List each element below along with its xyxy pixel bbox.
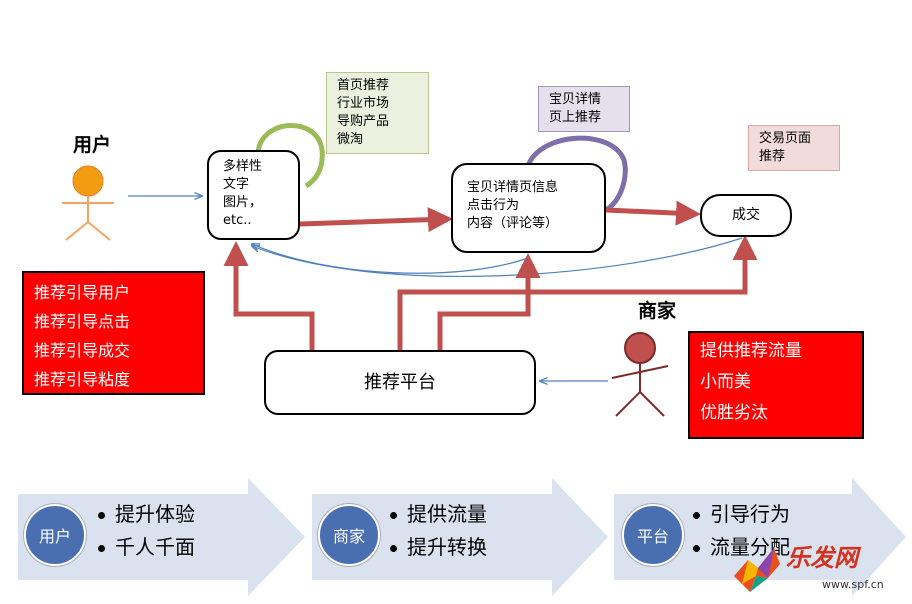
- content-line: 多样性: [223, 159, 263, 174]
- content-line: 文字: [223, 177, 250, 192]
- deal-to-content-curve: [252, 237, 743, 278]
- detail-to-content-curve: [252, 244, 529, 274]
- red-box-item: 小而美: [700, 372, 751, 392]
- detail-recommend-note: 宝贝详情 页上推荐: [538, 86, 630, 132]
- red-box-item: 提供推荐流量: [700, 341, 802, 361]
- bullet-item: 提升体验: [98, 498, 195, 531]
- platform-to-deal-arrow: [397, 235, 758, 350]
- detail-line: 宝贝详情页信息: [467, 180, 559, 195]
- red-box-item: 优胜劣汰: [700, 403, 768, 423]
- home-recommend-note: 首页推荐 行业市场 导购产品 微淘: [326, 72, 429, 154]
- merchant-benefit-box: 提供推荐流量 小而美 优胜劣汰: [688, 331, 864, 439]
- note-line: 微淘: [337, 132, 364, 147]
- detail-box: 宝贝详情页信息 点击行为 内容（评论等）: [451, 163, 606, 253]
- note-line: 宝贝详情: [549, 92, 602, 107]
- deal-box: 成交: [700, 194, 792, 237]
- green-loop-arrow: [255, 123, 325, 189]
- bullet-item: 引导行为: [693, 498, 790, 531]
- user-circle: 用户: [24, 504, 86, 566]
- note-line: 导购产品: [337, 114, 390, 129]
- user-label: 用户: [73, 134, 112, 156]
- watermark-logo-icon: [734, 548, 780, 592]
- detail-to-deal-arrow: [605, 200, 701, 226]
- red-box-item: 推荐引导成交: [34, 341, 131, 360]
- bullet-item: 提供流量: [390, 498, 487, 531]
- note-line: 首页推荐: [337, 78, 390, 93]
- platform-bullets: 引导行为 流量分配: [693, 498, 790, 564]
- red-box-item: 推荐引导点击: [34, 312, 131, 331]
- watermark-text: 乐发网: [786, 543, 858, 572]
- chevron-platform: [614, 478, 906, 596]
- platform-to-content-arrow: [223, 241, 315, 350]
- platform-to-detail-arrow: [437, 253, 541, 350]
- watermark-url: www.spf.cn: [822, 578, 884, 591]
- content-line: etc..: [223, 213, 252, 228]
- note-line: 行业市场: [337, 96, 390, 111]
- platform-circle: 平台: [622, 504, 684, 566]
- content-box: 多样性 文字 图片， etc..: [207, 150, 300, 240]
- merchant-bullets: 提供流量 提升转换: [390, 498, 487, 564]
- red-box-item: 推荐引导粘度: [34, 370, 131, 389]
- note-line: 推荐: [759, 149, 786, 164]
- note-line: 页上推荐: [549, 110, 602, 125]
- content-line: 图片，: [223, 195, 263, 210]
- bullet-item: 流量分配: [693, 531, 790, 564]
- content-to-detail-arrow: [299, 207, 453, 233]
- note-line: 交易页面: [759, 131, 812, 146]
- chevron-merchant: [312, 478, 608, 596]
- bullet-item: 提升转换: [390, 531, 487, 564]
- merchant-figure: [611, 332, 669, 417]
- user-figure: [62, 165, 114, 241]
- detail-line: 点击行为: [467, 198, 520, 213]
- red-box-item: 推荐引导用户: [34, 283, 131, 302]
- trade-recommend-note: 交易页面 推荐: [748, 125, 840, 171]
- merchant-circle: 商家: [318, 504, 380, 566]
- user-guidance-box: 推荐引导用户 推荐引导点击 推荐引导成交 推荐引导粘度: [22, 271, 205, 395]
- user-bullets: 提升体验 千人千面: [98, 498, 195, 564]
- purple-loop-arrow: [525, 135, 628, 213]
- merchant-label: 商家: [638, 300, 677, 322]
- platform-box: 推荐平台: [264, 350, 536, 415]
- detail-line: 内容（评论等）: [467, 216, 559, 231]
- bullet-item: 千人千面: [98, 531, 195, 564]
- chevron-user: [18, 478, 305, 596]
